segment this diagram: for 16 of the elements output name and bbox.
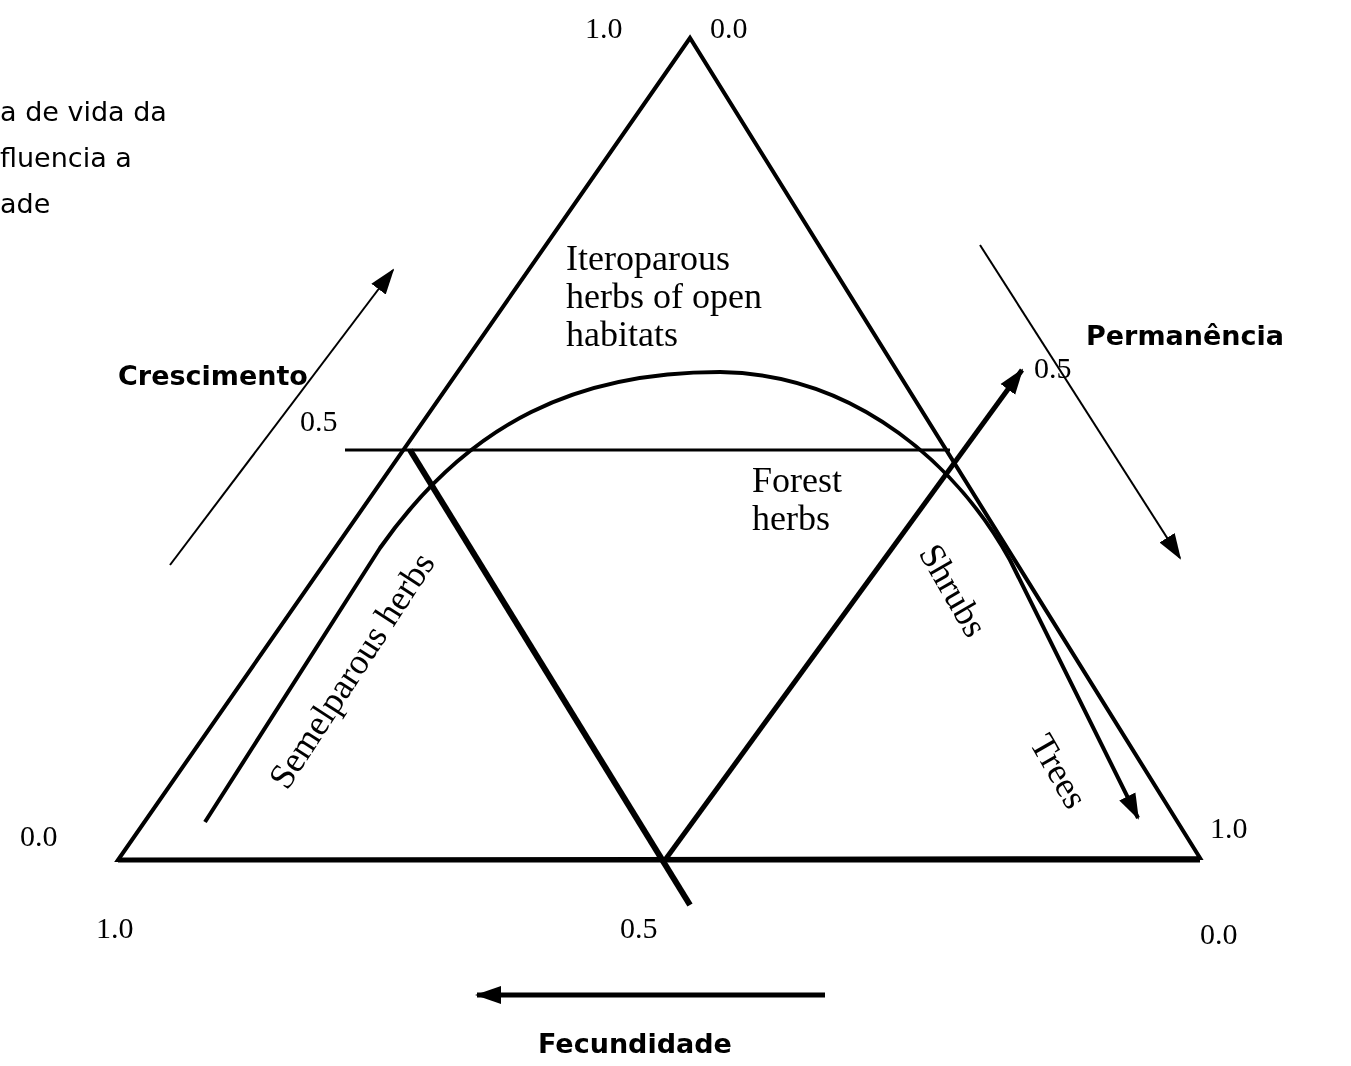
tick-label: 0.0: [20, 820, 58, 852]
tick-label: 0.5: [300, 405, 338, 437]
tick-label: 1.0: [585, 12, 623, 44]
description-text: fluencia a: [0, 144, 132, 173]
region-label: Forest herbs: [752, 462, 843, 538]
axis-title: Crescimento: [118, 362, 308, 391]
tick-label: 1.0: [96, 912, 134, 944]
tick-label: 0.0: [1200, 918, 1238, 950]
tick-label: 1.0: [1210, 812, 1248, 844]
description-text: a de vida da: [0, 98, 167, 127]
axis-title: Fecundidade: [538, 1030, 732, 1059]
tick-label: 0.5: [620, 912, 658, 944]
axis-title: Permanência: [1086, 322, 1284, 351]
tick-label: 0.0: [710, 12, 748, 44]
region-label: Iteroparous herbs of open habitats: [566, 240, 763, 354]
description-text: ade: [0, 190, 51, 219]
